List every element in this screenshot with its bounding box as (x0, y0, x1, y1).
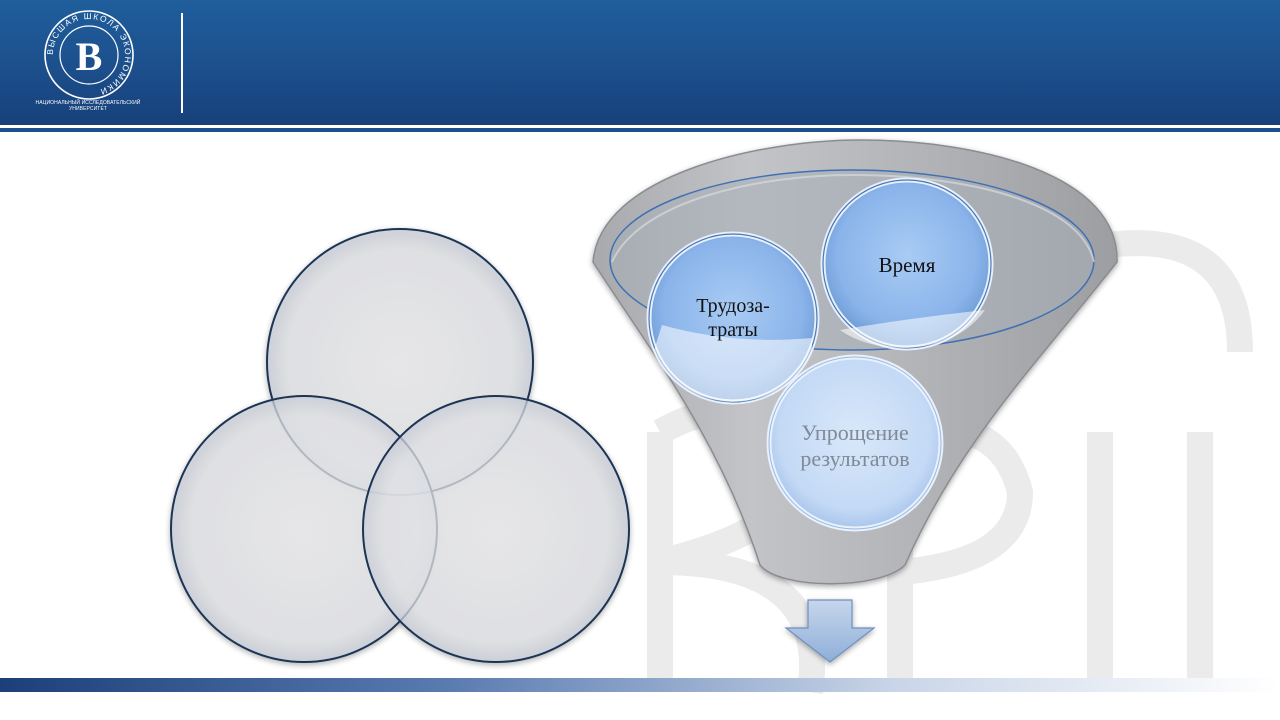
header-rule (0, 125, 1280, 128)
venn-circle-right (362, 395, 630, 663)
bubble-label-effort: Трудоза- траты (696, 295, 770, 341)
bubble-label-time: Время (878, 253, 936, 277)
bubble-pale-group (766, 354, 944, 532)
header-bar (0, 0, 1280, 125)
bubble-effort-group (646, 231, 820, 405)
logo-caption: НАЦИОНАЛЬНЫЙ ИССЛЕДОВАТЕЛЬСКИЙ УНИВЕРСИТ… (35, 100, 141, 112)
bubble-time-group (820, 177, 994, 351)
footer-bar (0, 678, 1280, 692)
header-rule-accent (0, 128, 1280, 132)
university-logo: ВЫСШАЯ ШКОЛА ЭКОНОМИКИ В (44, 10, 134, 100)
bubble-label-results: Упрощение результатов (800, 420, 910, 471)
logo-letter: В (76, 34, 103, 79)
header-divider (181, 13, 183, 113)
venn-diagram (170, 228, 630, 663)
down-arrow-icon (784, 599, 876, 663)
